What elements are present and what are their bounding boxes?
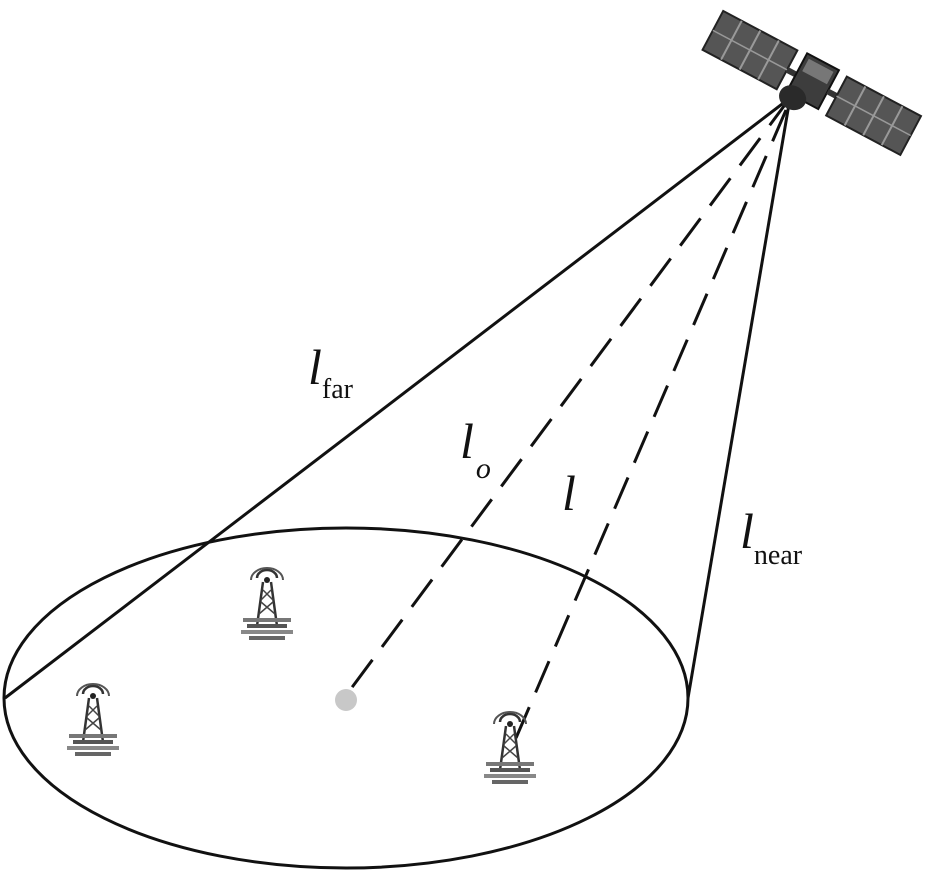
base-station-tower-icon [482,710,538,786]
satellite-icon [701,9,923,157]
label-l-o: lo [460,413,491,485]
base-station-tower-icon [65,682,121,758]
center-line [348,97,792,691]
label-l-far: lfar [308,339,354,405]
near-edge-line [686,97,792,699]
base-station-tower-icon [239,566,295,642]
label-l-near: lnear [740,503,803,571]
user-line [514,109,788,739]
center-point-dot [335,689,357,711]
far-edge-line [4,96,791,700]
label-l: l [562,465,576,521]
